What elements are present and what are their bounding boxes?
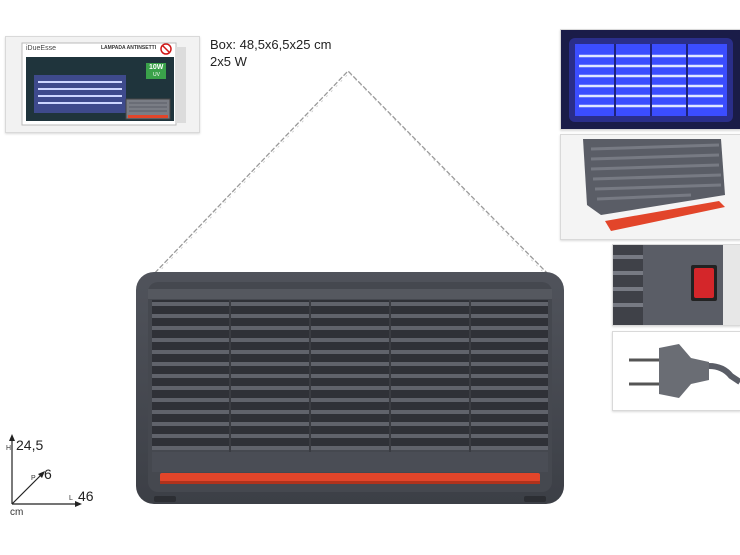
depth-value: 6 (44, 466, 52, 482)
power-rating: 2x5 W (210, 54, 247, 69)
spec-text: Box: 48,5x6,5x25 cm 2x5 W (210, 36, 331, 70)
height-letter: H (6, 445, 12, 452)
depth-letter: P (31, 475, 36, 482)
unit-label: cm (10, 507, 24, 518)
switch-detail-thumbnail (612, 244, 740, 326)
uv-on-thumbnail (560, 29, 740, 130)
box-image (6, 37, 199, 132)
box-brand: iDueEsse (26, 45, 56, 52)
length-letter: L (69, 495, 73, 502)
box-badge-sub: UV (153, 72, 160, 78)
box-thumbnail: iDueEsse LAMPADA ANTINSETTI 10W UV (5, 36, 200, 133)
power-switch (694, 268, 714, 298)
box-badge: 10W (149, 64, 164, 71)
height-value: 24,5 (16, 437, 44, 453)
insect-lamp (136, 272, 564, 504)
box-title: LAMPADA ANTINSETTI (101, 45, 157, 51)
collection-tray (160, 473, 540, 482)
length-value: 46 (78, 488, 94, 504)
tray-detail-thumbnail (560, 134, 740, 240)
dimension-axes (9, 434, 82, 507)
plug-thumbnail (612, 331, 740, 411)
box-dimensions: Box: 48,5x6,5x25 cm (210, 37, 332, 52)
grille (152, 300, 548, 470)
hanging-chain (149, 70, 553, 280)
